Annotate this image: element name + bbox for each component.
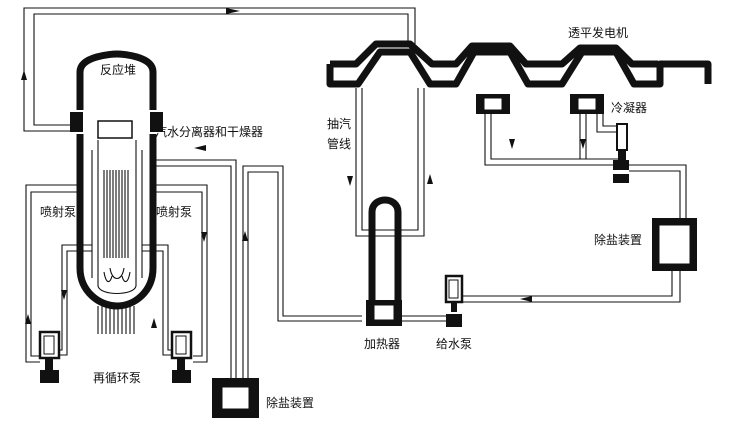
- fuel-core: [103, 170, 129, 258]
- condensate-pump: [613, 123, 629, 183]
- label-feed-pump: 给水泵: [436, 337, 472, 351]
- recirc-loop-right: [142, 184, 208, 363]
- control-rods: [97, 306, 135, 334]
- flow-arrow-cleanup-left: [194, 145, 206, 151]
- label-jet-pump-left: 喷射泵: [40, 204, 76, 219]
- flow-arrow-return-left: [520, 296, 532, 302]
- desalter-bottom: [212, 378, 259, 418]
- extraction-lines: [347, 88, 433, 237]
- label-turbine: 透平发电机: [568, 25, 628, 40]
- label-extraction-line-2: 管线: [327, 136, 351, 151]
- desalter-right-group: [461, 164, 697, 303]
- reactor-vessel: [70, 50, 163, 310]
- recirc-pump-right: [170, 330, 193, 383]
- flow-arrow-recirc-right-down: [201, 232, 207, 242]
- label-desalter-right: 除盐装置: [594, 232, 642, 247]
- label-extraction-line-1: 抽汽: [327, 116, 351, 131]
- flow-arrow-jet-left-down: [61, 290, 67, 300]
- cleanup-line: [153, 145, 362, 378]
- flow-arrow-condenser-b: [580, 139, 586, 149]
- flow-arrow-extraction-down: [347, 176, 353, 186]
- label-heater: 加热器: [364, 337, 400, 351]
- flow-arrow-left-up: [21, 70, 27, 80]
- label-condenser: 冷凝器: [611, 100, 647, 115]
- flow-arrow-top: [226, 8, 240, 14]
- label-jet-pump-right: 喷射泵: [156, 204, 192, 219]
- recirc-pump-left: [38, 330, 61, 383]
- turbine-generator: [326, 40, 712, 88]
- label-separator: 汽水分离器和干燥器: [155, 124, 263, 139]
- flow-arrow-recirc-left-up: [25, 314, 31, 324]
- flow-arrow-jet-right-up: [151, 318, 157, 328]
- steam-loop-pipes: [21, 7, 416, 132]
- separator-box: [97, 120, 133, 139]
- flow-arrow-extraction-right: [427, 174, 433, 184]
- heater: [366, 196, 402, 326]
- label-recirc-pump: 再循环泵: [93, 371, 141, 385]
- label-reactor: 反应堆: [100, 62, 136, 77]
- feed-pump: [402, 274, 464, 327]
- flow-arrow-cleanup-up: [242, 231, 248, 241]
- flow-arrow-condenser-a: [509, 139, 515, 149]
- condenser-units: [476, 94, 625, 166]
- label-desalter-bottom: 除盐装置: [266, 395, 314, 410]
